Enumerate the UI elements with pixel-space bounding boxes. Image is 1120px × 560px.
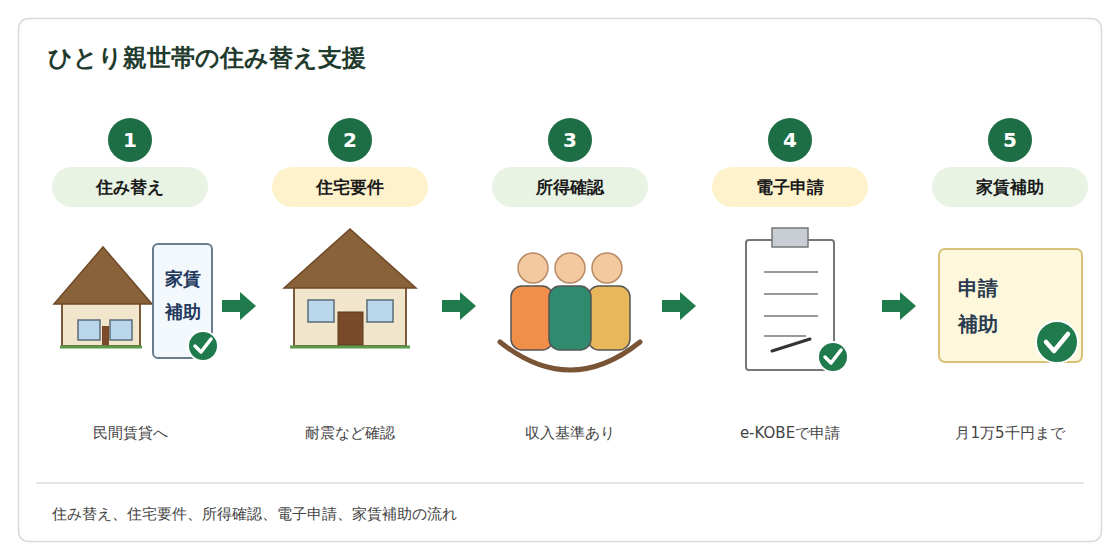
- clipboard-icon: [818, 342, 848, 372]
- node-text: 1: [123, 128, 137, 152]
- house-icon: [102, 326, 109, 345]
- step-label: 住み替え: [52, 167, 208, 207]
- clipboard-icon: [746, 228, 848, 372]
- house-icon: [60, 346, 142, 349]
- clipboard-icon: [772, 228, 808, 247]
- house-icon: [78, 320, 100, 340]
- step-number: 5: [988, 118, 1032, 162]
- step-caption: 収入基準あり: [525, 424, 615, 443]
- people-icon: [555, 253, 585, 283]
- house-icon: [294, 284, 406, 346]
- application-card: [1046, 334, 1068, 351]
- step-caption: 月1万5千円まで: [955, 424, 1064, 443]
- step-caption: 耐震など確認: [305, 424, 395, 443]
- step-number: 3: [548, 118, 592, 162]
- people-icon: [500, 253, 640, 370]
- step-label: 電子申請: [712, 167, 868, 207]
- house-icon: [367, 300, 393, 322]
- clipboard-icon: [772, 339, 810, 351]
- clipboard-icon: [764, 315, 818, 317]
- house-icon: [62, 300, 140, 346]
- house-icon: [54, 247, 152, 347]
- house-icon: [338, 312, 363, 345]
- step-number: 1: [108, 118, 152, 162]
- people-icon: [592, 253, 622, 283]
- clipboard-icon: [764, 335, 806, 337]
- step-label: 家賃補助: [932, 167, 1088, 207]
- node-text: 家賃補助: [976, 176, 1044, 199]
- people-icon: [549, 286, 591, 350]
- node-text: 所得確認: [536, 176, 604, 199]
- people-icon: [511, 286, 553, 350]
- frame: [19, 19, 1102, 542]
- separator: [36, 482, 1084, 484]
- people-icon: [588, 286, 630, 350]
- caption: 住み替え、住宅要件、所得確認、電子申請、家賃補助の流れ: [52, 505, 457, 524]
- step-number: 4: [768, 118, 812, 162]
- clipboard-icon: [825, 350, 841, 363]
- clipboard-icon: [764, 293, 818, 295]
- step-number: 2: [328, 118, 372, 162]
- node-text: 申請 補助: [958, 270, 1020, 342]
- node-text: 住み替え: [96, 176, 164, 199]
- subsidy-card: [188, 331, 218, 361]
- house-icon: [54, 247, 152, 304]
- subsidy-card: [195, 339, 211, 352]
- node-text: 4: [783, 128, 797, 152]
- house-icon: [110, 320, 132, 340]
- flow-arrow: [222, 292, 916, 320]
- step-label: 所得確認: [492, 167, 648, 207]
- card-text: 申請 補助: [958, 270, 1020, 342]
- application-card: [939, 249, 1082, 362]
- application-card: [1036, 321, 1078, 363]
- step-label: 住宅要件: [272, 167, 428, 207]
- flow-arrow: [662, 292, 696, 320]
- flow-arrow: [222, 292, 256, 320]
- subsidy-card: [153, 244, 218, 361]
- node-text: 家賃 補助: [153, 262, 212, 328]
- house-icon: [284, 229, 416, 347]
- house-icon: [284, 229, 416, 288]
- application-card: [939, 249, 1082, 363]
- flow-arrow: [442, 292, 476, 320]
- step-caption: e-KOBEで申請: [740, 424, 840, 443]
- house-icon: [290, 346, 410, 349]
- node-text: 5: [1003, 128, 1017, 152]
- node-text: 住宅要件: [316, 176, 384, 199]
- card-text: 家賃 補助: [153, 262, 212, 328]
- flow-arrow: [882, 292, 916, 320]
- node-text: 電子申請: [756, 176, 824, 199]
- node-text: 2: [343, 128, 357, 152]
- title: ひとり親世帯の住み替え支援: [48, 42, 366, 74]
- node-text: 3: [563, 128, 577, 152]
- step-caption: 民間賃貸へ: [93, 424, 168, 443]
- people-icon: [518, 253, 548, 283]
- clipboard-icon: [764, 271, 818, 273]
- house-icon: [308, 300, 334, 322]
